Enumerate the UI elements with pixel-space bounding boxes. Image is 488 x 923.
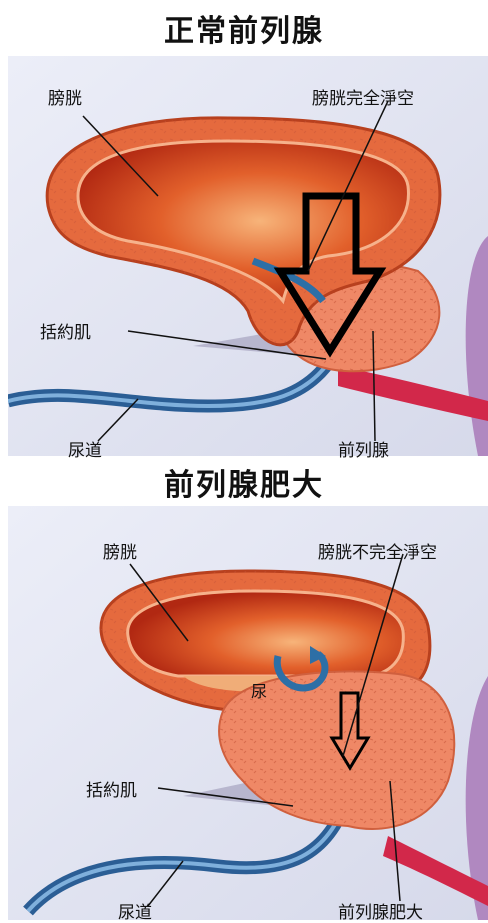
label-bladder-empty: 膀胱完全淨空 [312,84,414,109]
bladder-cavity [128,591,404,676]
normal-prostate-diagram: 膀胱 膀胱完全淨空 括約肌 尿道 前列腺 [8,56,488,456]
label-enlarged-prostate: 前列腺肥大 [338,898,423,923]
enlarged-prostate-illustration [8,506,488,920]
label-urine: 尿 [251,678,267,702]
normal-prostate-illustration [8,56,488,456]
label-bladder: 膀胱 [103,538,137,563]
title-enlarged-prostate: 前列腺肥大 [0,460,488,504]
label-urethra: 尿道 [118,898,152,923]
label-bladder: 膀胱 [48,84,82,109]
label-sphincter: 括約肌 [40,318,91,343]
enlarged-prostate-diagram: 膀胱 膀胱不完全淨空 尿 括約肌 尿道 前列腺肥大 [8,506,488,920]
title-normal-prostate: 正常前列腺 [0,6,488,50]
label-urethra: 尿道 [68,436,102,461]
label-prostate: 前列腺 [338,436,389,461]
label-sphincter: 括約肌 [86,776,137,801]
label-bladder-incomplete: 膀胱不完全淨空 [318,538,437,563]
